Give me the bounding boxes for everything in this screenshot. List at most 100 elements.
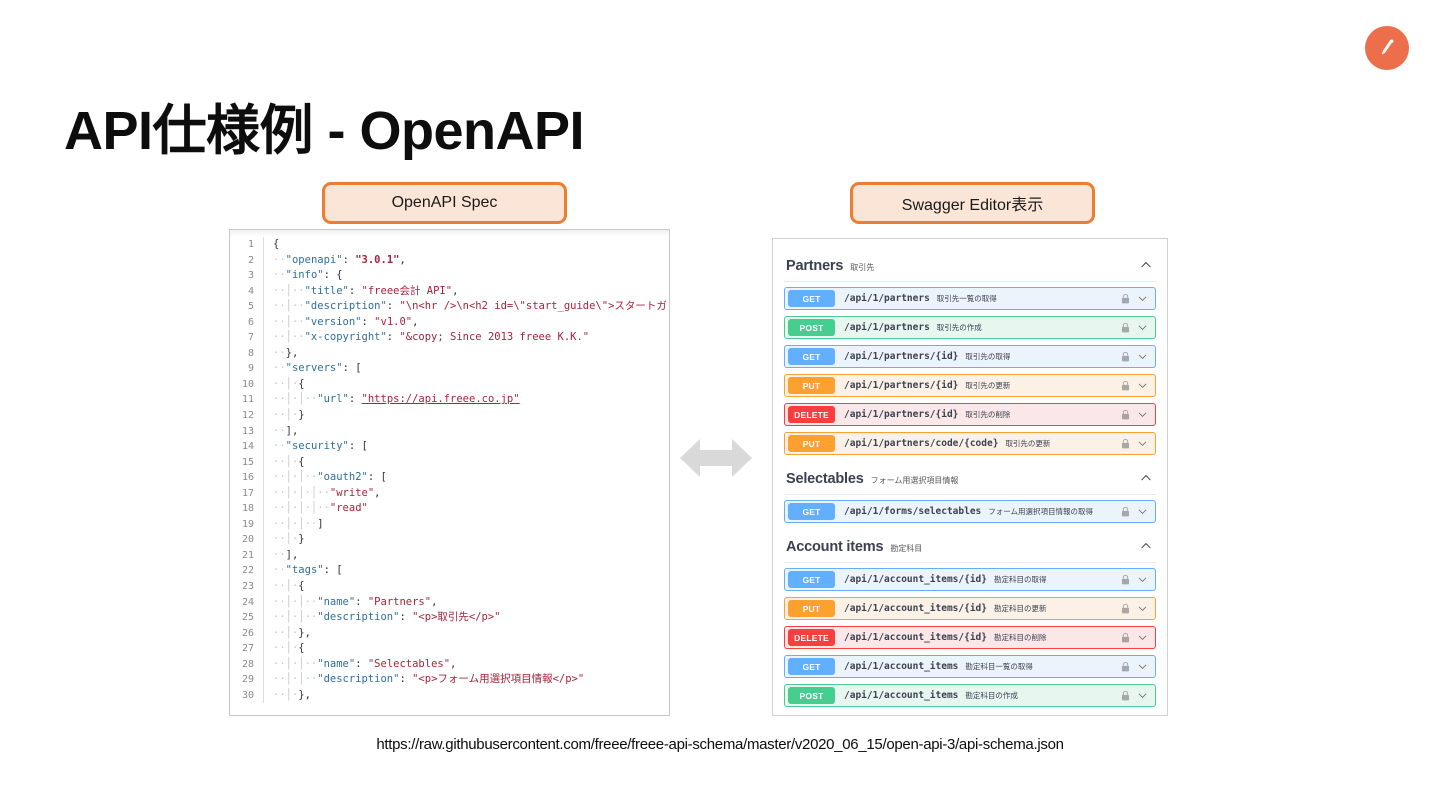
chevron-down-icon[interactable] <box>1136 690 1149 701</box>
chevron-up-icon[interactable] <box>1139 259 1153 271</box>
swagger-operation-row[interactable]: DELETE/api/1/partners/{id}取引先の削除 <box>784 403 1156 426</box>
code-line: 7··│··"x-copyright": "&copy; Since 2013 … <box>230 330 669 346</box>
code-line-number: 25 <box>230 610 264 626</box>
http-method-badge: POST <box>788 319 835 336</box>
endpoint-path: /api/1/account_items/{id} <box>844 574 987 585</box>
swagger-operation-row[interactable]: GET/api/1/partners/{id}取引先の取得 <box>784 345 1156 368</box>
http-method-badge: DELETE <box>788 406 835 423</box>
code-line-number: 23 <box>230 579 264 595</box>
swagger-section-subtitle: フォーム用選択項目情報 <box>870 476 959 485</box>
code-line: 19··│·│··] <box>230 516 669 533</box>
code-line: 30 ··│·}, <box>230 687 669 704</box>
swagger-operation-row[interactable]: GET/api/1/account_items/{id}勘定科目の取得 <box>784 568 1156 591</box>
swagger-operation-row[interactable]: DELETE/api/1/account_items/{id}勘定科目の削除 <box>784 626 1156 649</box>
code-line: 14··"security": [ <box>230 439 669 455</box>
swagger-section-subtitle: 取引先 <box>850 263 875 272</box>
code-line: 13··], <box>230 423 669 440</box>
code-line-text: ··}, <box>273 346 299 359</box>
code-line-text: ··│·│··] <box>273 517 324 530</box>
code-line: 12··│·} <box>230 408 669 424</box>
code-line: 9··"servers": [ <box>230 361 669 377</box>
code-line-text: ··│·│··"description": "<p>取引先</p>" <box>273 611 501 624</box>
chevron-down-icon[interactable] <box>1136 574 1149 585</box>
code-line: 15··│·{ <box>230 454 669 471</box>
code-line-number: 30 <box>230 687 264 704</box>
chevron-down-icon[interactable] <box>1136 322 1149 333</box>
lock-icon[interactable] <box>1120 574 1131 586</box>
lock-icon[interactable] <box>1120 322 1131 334</box>
chevron-down-icon[interactable] <box>1136 603 1149 614</box>
lock-icon[interactable] <box>1120 603 1131 615</box>
endpoint-path: /api/1/account_items <box>844 661 959 672</box>
code-line-text: ··"tags": [ <box>273 564 343 577</box>
code-line: 3··"info": { <box>230 268 669 284</box>
code-line-text: ··│·│·│··"read" <box>273 502 368 515</box>
code-line-text: ··│··"version": "v1.0", <box>273 315 419 328</box>
lock-icon[interactable] <box>1120 293 1131 305</box>
endpoint-path: /api/1/partners/{id} <box>844 351 959 362</box>
chevron-up-icon[interactable] <box>1139 472 1153 484</box>
lock-icon[interactable] <box>1120 506 1131 518</box>
endpoint-description: 取引先の作成 <box>936 323 982 332</box>
lock-icon[interactable] <box>1120 409 1131 421</box>
chevron-down-icon[interactable] <box>1136 632 1149 643</box>
openapi-spec-code-panel[interactable]: 1{2··"openapi": "3.0.1",3··"info": {4··│… <box>229 229 670 716</box>
code-line-text: ··│··"title": "freee会計 API", <box>273 284 459 297</box>
lock-icon[interactable] <box>1120 632 1131 644</box>
chevron-down-icon[interactable] <box>1136 351 1149 362</box>
code-line: 29··│·│··"description": "<p>フォーム用選択項目情報<… <box>230 672 669 688</box>
brand-logo <box>1365 26 1409 70</box>
chevron-down-icon[interactable] <box>1136 409 1149 420</box>
swagger-section-title: Selectables <box>786 471 864 487</box>
swagger-operation-row[interactable]: POST/api/1/partners 取引先の作成 <box>784 316 1156 339</box>
lock-icon[interactable] <box>1120 690 1131 702</box>
code-line: 22··"tags": [ <box>230 563 669 580</box>
endpoint-description: 取引先の更新 <box>965 381 1011 390</box>
chevron-down-icon[interactable] <box>1136 506 1149 517</box>
endpoint-path: /api/1/partners <box>844 322 930 333</box>
swagger-operation-row[interactable]: PUT/api/1/partners/{id}取引先の更新 <box>784 374 1156 397</box>
swagger-operation-row[interactable]: GET/api/1/account_items 勘定科目一覧の取得 <box>784 655 1156 678</box>
swagger-operation-row[interactable]: PUT/api/1/partners/code/{code}取引先の更新 <box>784 432 1156 455</box>
http-method-badge: GET <box>788 348 835 365</box>
chevron-down-icon[interactable] <box>1136 293 1149 304</box>
http-method-badge: POST <box>788 687 835 704</box>
code-line-number: 5 <box>230 299 264 315</box>
endpoint-description: 取引先の更新 <box>1005 439 1051 448</box>
endpoint-path: /api/1/partners/code/{code} <box>844 438 999 449</box>
code-line: 26··│·}, <box>230 625 669 642</box>
endpoint-description: 勘定科目一覧の取得 <box>965 662 1033 671</box>
lock-icon[interactable] <box>1120 661 1131 673</box>
code-line-text: ··│·│·│··"write", <box>273 486 381 499</box>
lock-icon[interactable] <box>1120 438 1131 450</box>
code-line-text: ··"servers": [ <box>273 362 362 375</box>
lock-icon[interactable] <box>1120 351 1131 363</box>
code-line-number: 27 <box>230 641 264 657</box>
http-method-badge: GET <box>788 571 835 588</box>
code-line-text: ··│·│··"oauth2": [ <box>273 471 387 484</box>
swagger-section-header[interactable]: Selectables フォーム用選択項目情報 <box>784 461 1156 495</box>
code-line-text: ··│·│··"description": "<p>フォーム用選択項目情報</p… <box>273 673 585 686</box>
code-line-text: ··│·}, <box>273 626 311 639</box>
chevron-up-icon[interactable] <box>1139 540 1153 552</box>
http-method-badge: GET <box>788 658 835 675</box>
swagger-operation-row[interactable]: PUT/api/1/account_items/{id}勘定科目の更新 <box>784 597 1156 620</box>
endpoint-description: 勘定科目の更新 <box>994 604 1047 613</box>
lock-icon[interactable] <box>1120 380 1131 392</box>
code-line-text: ··│··"description": "\n<hr />\n<h2 id=\"… <box>273 300 667 313</box>
code-line-text: ··│·│··"name": "Partners", <box>273 595 438 608</box>
http-method-badge: DELETE <box>788 629 835 646</box>
chevron-down-icon[interactable] <box>1136 380 1149 391</box>
code-line: 28··│·│··"name": "Selectables", <box>230 656 669 673</box>
code-line-number: 4 <box>230 283 264 300</box>
code-line-number: 8 <box>230 345 264 362</box>
chevron-down-icon[interactable] <box>1136 438 1149 449</box>
chevron-down-icon[interactable] <box>1136 661 1149 672</box>
code-line-text: ··│·}, <box>273 688 311 701</box>
